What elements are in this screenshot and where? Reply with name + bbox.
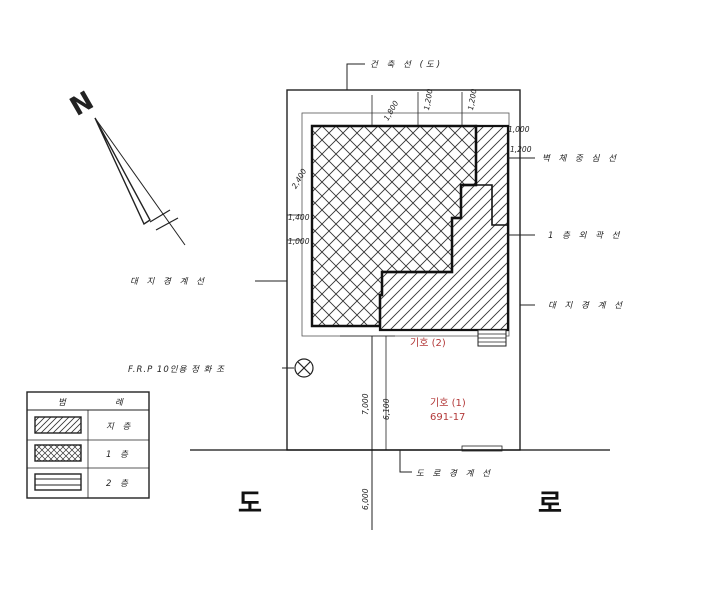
road-label-right: 로 — [538, 489, 562, 519]
legend-row-3-name: 2 층 — [106, 478, 131, 489]
label-first-floor-outline: 1 층 외 곽 선 — [548, 230, 623, 241]
dim-d3: 1,200 — [466, 88, 479, 111]
dim-d4: 2,400 — [290, 167, 309, 190]
entrance-stair — [477, 329, 507, 347]
dim-d9: 7,000 — [361, 393, 370, 415]
dim-d5: 1,400 — [288, 213, 310, 222]
label-lot-boundary-right: 대 지 경 계 선 — [548, 300, 625, 311]
legend-header-right: 례 — [115, 397, 126, 408]
top-dim-ticks — [287, 92, 463, 241]
leader-top — [346, 63, 365, 90]
dim-d8: 1,200 — [510, 145, 532, 154]
label-unit-1: 기호 (1) — [430, 397, 466, 409]
dim-d7: 1,000 — [508, 125, 530, 134]
label-wall-center: 벽 체 중 심 선 — [542, 153, 619, 164]
label-lot-boundary-left: 대 지 경 계 선 — [130, 276, 207, 287]
label-lot-number: 691-17 — [430, 412, 465, 423]
legend-swatch-single — [34, 416, 82, 434]
dim-d6: 1,000 — [288, 237, 310, 246]
dim-d11: 6,000 — [361, 488, 370, 510]
septic-tank-symbol — [294, 358, 314, 378]
legend: 범 례 지 층 1 층 2 층 — [26, 391, 150, 499]
label-top-leader: 건 축 선 (도) — [370, 59, 443, 70]
north-arrow: N — [65, 86, 186, 246]
dim-d1: 1,800 — [382, 99, 401, 122]
dim-d10: 6,100 — [382, 398, 391, 420]
label-unit-2: 기호 (2) — [410, 337, 446, 349]
legend-swatch-cross — [34, 444, 82, 462]
dim-d2: 1,200 — [422, 88, 435, 111]
leader-road — [399, 450, 412, 473]
label-frp-tank: F.R.P 10인용 정 화 조 — [128, 364, 225, 375]
label-road-boundary: 도 로 경 계 선 — [416, 468, 493, 479]
floor-transition-line — [475, 126, 508, 226]
legend-row-2-name: 1 층 — [106, 449, 131, 460]
road-label-left: 도 — [238, 489, 262, 519]
legend-row-1-name: 지 층 — [106, 421, 133, 432]
legend-header-left: 범 — [58, 397, 69, 408]
legend-swatch-lines — [34, 473, 82, 491]
north-label: N — [65, 86, 99, 123]
gate — [461, 445, 503, 452]
